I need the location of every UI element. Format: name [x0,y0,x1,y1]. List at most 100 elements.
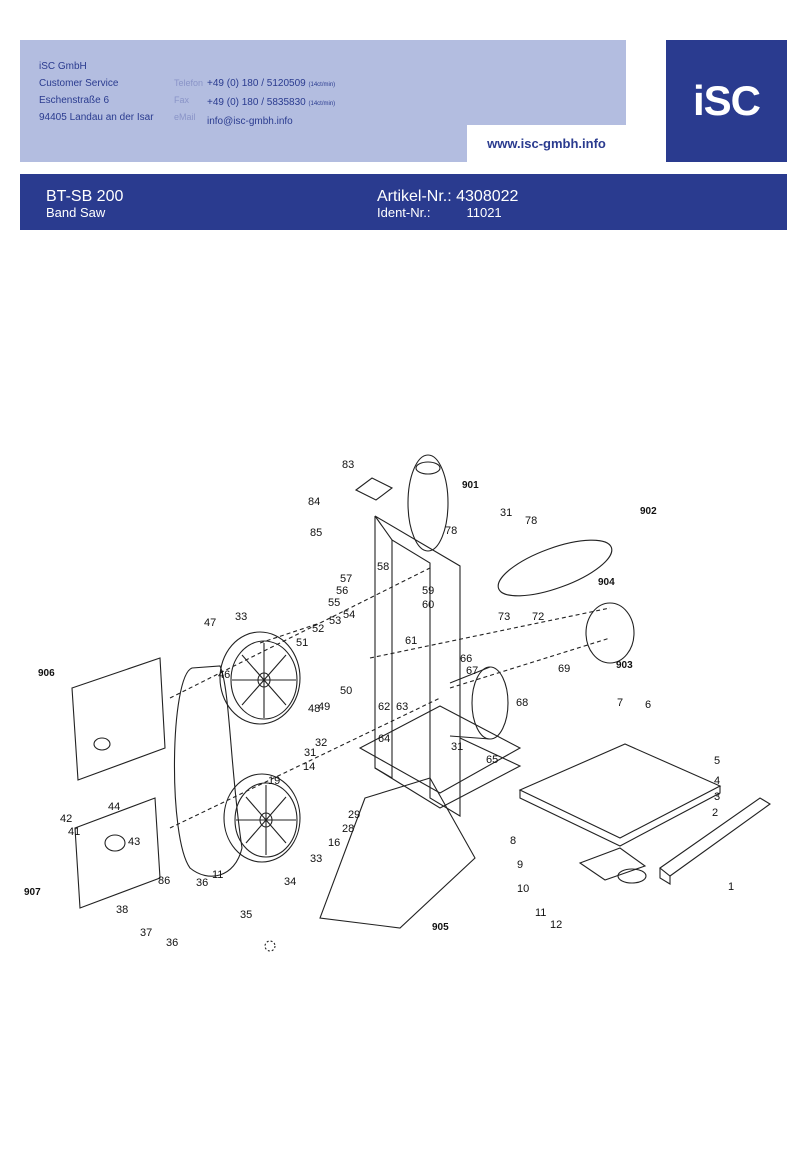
part-label-83: 83 [342,459,354,471]
part-label-65: 65 [486,754,498,766]
part-label-48: 48 [308,703,320,715]
part-label-69: 69 [558,663,570,675]
part-label-5: 5 [714,755,720,767]
address-column: iSC GmbH Customer Service Eschenstraße 6… [39,58,154,126]
phone-number: +49 (0) 180 / 5120509 [207,78,306,89]
diagram-lines [71,454,771,952]
part-label-32: 32 [315,737,327,749]
part-label-84: 84 [308,496,320,508]
part-label-53: 53 [329,615,341,627]
part-label-7: 7 [617,697,623,709]
part-label-902: 902 [640,506,657,517]
fax-number: +49 (0) 180 / 5835830 [207,97,306,108]
part-label-56: 56 [336,585,348,597]
isc-logo: iSC [666,40,787,162]
part-label-16: 16 [328,837,340,849]
article-number: Artikel-Nr.: 4308022 [377,188,518,206]
part-label-44: 44 [108,801,120,813]
part-label-50: 50 [340,685,352,697]
department: Customer Service [39,78,119,89]
contact-labels: Telefon Fax eMail [174,58,203,126]
part-label-9: 9 [517,859,523,871]
part-label-901: 901 [462,480,479,491]
part-label-8: 8 [510,835,516,847]
part-label-66: 66 [460,653,472,665]
part-label-42: 42 [60,813,72,825]
product-title-bar: BT-SB 200 Band Saw Artikel-Nr.: 4308022 … [20,174,787,230]
part-label-31: 31 [304,747,316,759]
website-link[interactable]: www.isc-gmbh.info [467,125,626,162]
part-label-58: 58 [377,561,389,573]
fax-label: Fax [174,95,190,105]
part-label-68: 68 [516,697,528,709]
part-label-49: 49 [318,701,330,713]
part-label-903: 903 [616,660,633,671]
street: Eschenstraße 6 [39,95,110,106]
part-label-43: 43 [128,836,140,848]
part-label-67: 67 [466,665,478,677]
contact-block: iSC GmbH Customer Service Eschenstraße 6… [20,40,626,162]
part-label-63: 63 [396,701,408,713]
part-label-78: 78 [525,515,537,527]
part-label-57: 57 [340,573,352,585]
part-label-47: 47 [204,617,216,629]
part-label-64: 64 [378,733,390,745]
email-address[interactable]: info@isc-gmbh.info [207,116,293,127]
article-value: 4308022 [456,188,519,205]
part-label-29: 29 [348,809,360,821]
article-label: Artikel-Nr.: [377,188,452,205]
part-label-1: 1 [728,881,734,893]
part-label-61: 61 [405,635,417,647]
part-label-55: 55 [328,597,340,609]
part-label-12: 12 [550,919,562,931]
phone-rate: (14ct/min) [308,82,336,88]
part-label-52: 52 [312,623,324,635]
city: 94405 Landau an der Isar [39,112,154,123]
part-label-14: 14 [303,761,315,773]
part-label-51: 51 [296,637,308,649]
part-label-907: 907 [24,887,41,898]
ident-label: Ident-Nr.: [377,205,431,220]
part-label-3: 3 [714,791,720,803]
part-label-46: 46 [218,669,230,681]
part-label-38: 38 [116,904,128,916]
ident-number: Ident-Nr.: 11021 [377,205,502,220]
part-label-35: 35 [240,909,252,921]
part-label-33: 33 [310,853,322,865]
contact-values: +49 (0) 180 / 5120509 (14ct/min) +49 (0)… [207,58,335,130]
part-label-41: 41 [68,826,80,838]
email-label: eMail [174,112,196,122]
part-label-73: 73 [498,611,510,623]
part-label-19: 19 [268,775,280,787]
product-model: BT-SB 200 [46,188,124,205]
part-label-33: 33 [235,611,247,623]
company-name: iSC GmbH [39,61,87,72]
part-label-10: 10 [517,883,529,895]
part-label-6: 6 [645,699,651,711]
part-label-904: 904 [598,577,615,588]
part-label-72: 72 [532,611,544,623]
part-label-36: 36 [166,937,178,949]
part-label-59: 59 [422,585,434,597]
part-label-36: 36 [196,877,208,889]
part-label-906: 906 [38,668,55,679]
part-label-85: 85 [310,527,322,539]
part-label-86: 86 [158,875,170,887]
part-label-4: 4 [714,775,720,787]
part-label-54: 54 [343,609,355,621]
part-label-31: 31 [451,741,463,753]
ident-value: 11021 [466,205,502,220]
part-label-2: 2 [712,807,718,819]
fax-rate: (14ct/min) [308,101,336,107]
part-label-34: 34 [284,876,296,888]
part-label-11: 11 [535,907,546,919]
part-label-905: 905 [432,922,449,933]
phone-line: +49 (0) 180 / 5120509 (14ct/min) [207,75,335,94]
part-label-11: 11 [212,869,223,881]
part-label-31: 31 [500,507,512,519]
fax-line: +49 (0) 180 / 5835830 (14ct/min) [207,94,335,113]
part-label-60: 60 [422,599,434,611]
